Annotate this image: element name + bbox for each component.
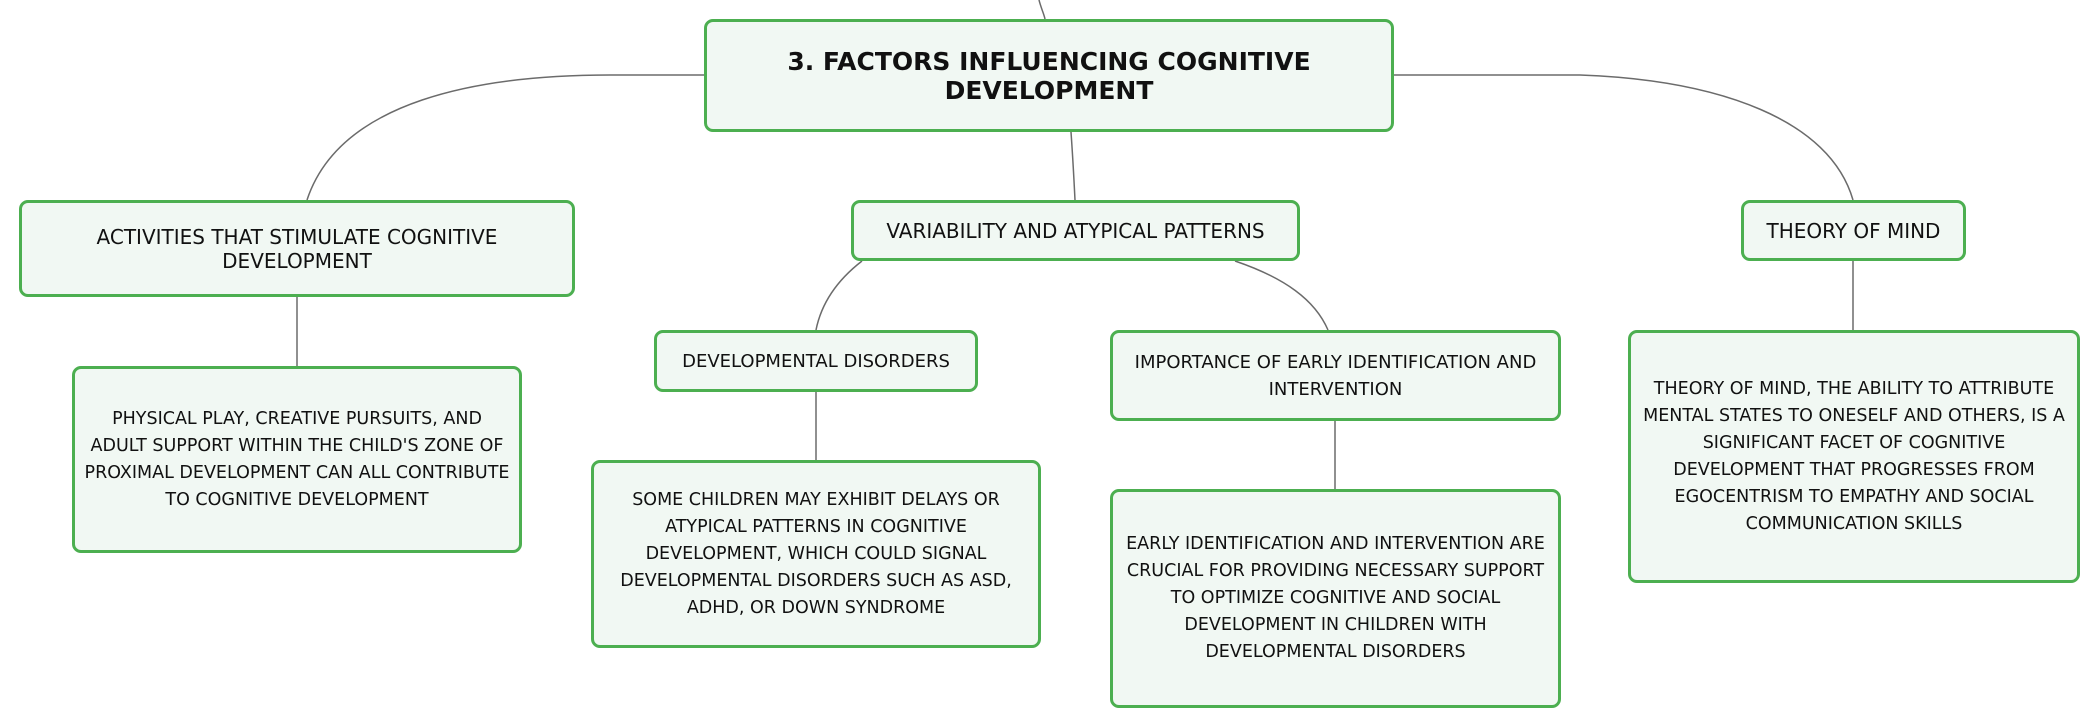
connector-root-to-variability	[1070, 131, 1076, 201]
topic-node-variability[interactable]: VARIABILITY AND ATYPICAL PATTERNS	[851, 200, 1300, 261]
topic-node-theory-of-mind-label: THEORY OF MIND	[1766, 218, 1941, 243]
topic-node-activities-label: ACTIVITIES THAT STIMULATE COGNITIVE DEVE…	[96, 224, 498, 273]
connector-parent-to-root	[1038, 0, 1046, 20]
topic-node-variability-label: VARIABILITY AND ATYPICAL PATTERNS	[886, 218, 1265, 243]
connector-root-to-activities	[306, 74, 704, 201]
detail-node-activities-text: PHYSICAL PLAY, CREATIVE PURSUITS, AND AD…	[84, 408, 510, 510]
root-node-label: 3. FACTORS INFLUENCING COGNITIVE DEVELOP…	[787, 46, 1311, 105]
detail-node-early-identification[interactable]: EARLY IDENTIFICATION AND INTERVENTION AR…	[1110, 489, 1561, 708]
detail-node-developmental-disorders-text: SOME CHILDREN MAY EXHIBIT DELAYS OR ATYP…	[620, 489, 1012, 618]
detail-node-developmental-disorders[interactable]: SOME CHILDREN MAY EXHIBIT DELAYS OR ATYP…	[591, 460, 1041, 648]
detail-node-theory-of-mind[interactable]: THEORY OF MIND, THE ABILITY TO ATTRIBUTE…	[1628, 330, 2080, 583]
topic-node-theory-of-mind[interactable]: THEORY OF MIND	[1741, 200, 1966, 261]
subtopic-node-developmental-disorders-label: DEVELOPMENTAL DISORDERS	[682, 350, 950, 372]
subtopic-node-early-identification-label: IMPORTANCE OF EARLY IDENTIFICATION AND I…	[1134, 351, 1537, 400]
subtopic-node-early-identification[interactable]: IMPORTANCE OF EARLY IDENTIFICATION AND I…	[1110, 330, 1561, 421]
detail-node-theory-of-mind-text: THEORY OF MIND, THE ABILITY TO ATTRIBUTE…	[1643, 378, 2065, 534]
subtopic-node-developmental-disorders[interactable]: DEVELOPMENTAL DISORDERS	[654, 330, 978, 392]
connector-root-to-theory	[1394, 74, 1854, 201]
topic-node-activities[interactable]: ACTIVITIES THAT STIMULATE COGNITIVE DEVE…	[19, 200, 575, 297]
detail-node-early-identification-text: EARLY IDENTIFICATION AND INTERVENTION AR…	[1126, 534, 1545, 662]
detail-node-activities[interactable]: PHYSICAL PLAY, CREATIVE PURSUITS, AND AD…	[72, 366, 522, 553]
root-node[interactable]: 3. FACTORS INFLUENCING COGNITIVE DEVELOP…	[704, 19, 1394, 132]
connector-variability-to-importance	[1234, 260, 1329, 331]
connector-variability-to-disorders	[815, 260, 863, 331]
